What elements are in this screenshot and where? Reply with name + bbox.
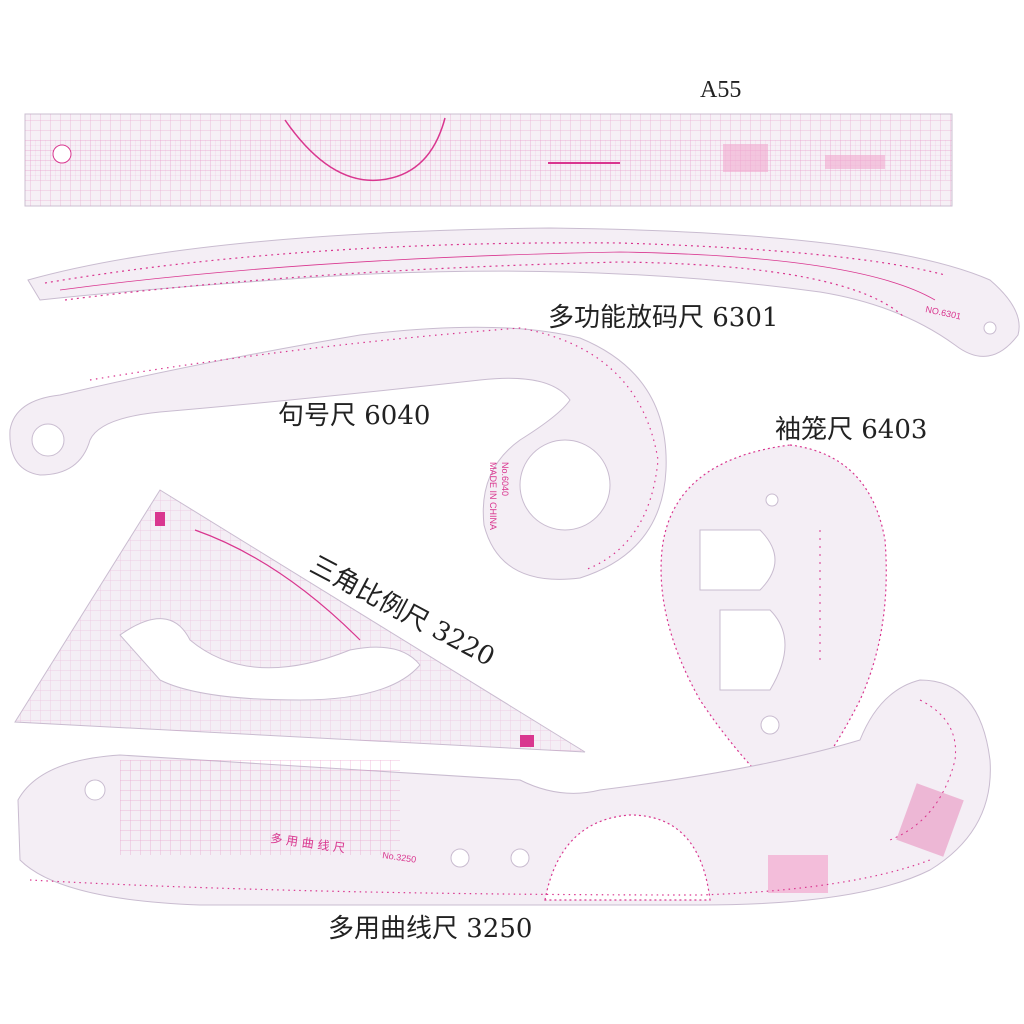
grading-ruler-label: 多功能放码尺 6301 [548, 303, 779, 333]
armhole-ruler-6403 [660, 444, 887, 806]
french-curve-ruler-6040: No.6040 MADE IN CHINA [9, 326, 667, 580]
french-curve-label: 句号尺 6040 [278, 401, 431, 431]
triangle-ruler-3220 [14, 489, 586, 753]
hip-curve-ruler-3250: 多 用 曲 线 尺 No.3250 [17, 679, 991, 906]
straight-ruler-a55 [24, 113, 953, 207]
grading-curve-ruler-6301: NO.6301 [27, 227, 1020, 357]
armhole-ruler-label: 袖笼尺 6403 [775, 415, 928, 445]
french-curve-made: MADE IN CHINA [488, 462, 498, 530]
hip-curve-label: 多用曲线尺 3250 [328, 914, 533, 944]
hip-curve-number: No.3250 [382, 850, 417, 865]
french-curve-number: No.6040 [500, 462, 510, 496]
straight-ruler-label: A55 [700, 77, 742, 103]
